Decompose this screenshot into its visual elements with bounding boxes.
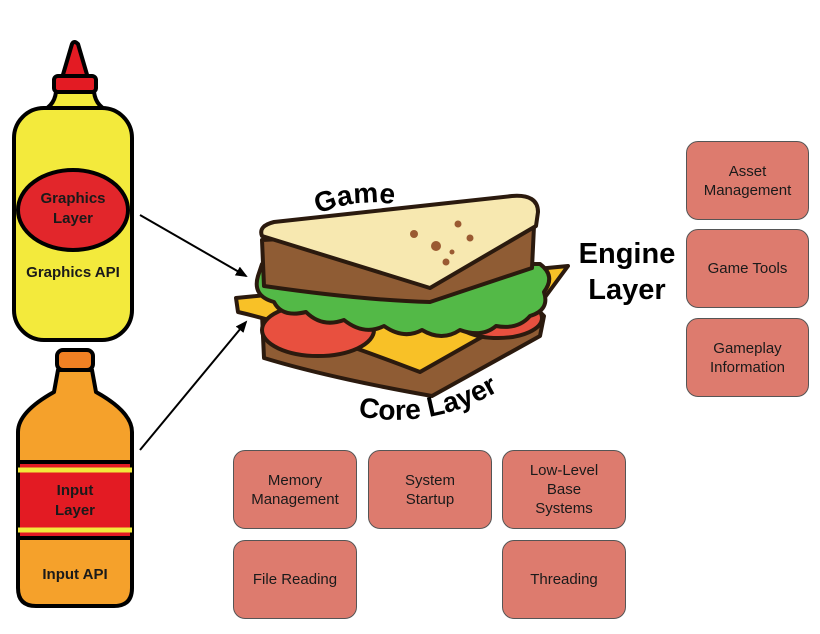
input-layer-label-line2: Layer <box>54 502 96 519</box>
file-reading-box: File Reading <box>233 540 357 619</box>
system-startup-box: System Startup <box>368 450 492 529</box>
engine-layer-label-line1: Engine <box>578 238 676 270</box>
threading-box: Threading <box>502 540 626 619</box>
graphics-layer-label-line1: Graphics <box>40 190 106 207</box>
gameplay-information-box: Gameplay Information <box>686 318 809 397</box>
input-bottle <box>16 348 134 608</box>
graphics-arrow <box>139 214 248 277</box>
graphics-bottle <box>12 40 134 342</box>
graphics-bottle-collar <box>52 74 98 94</box>
engine-layer-label: Engine Layer <box>570 236 684 308</box>
graphics-layer-label-line2: Layer <box>52 210 94 227</box>
sandwich-top-bread <box>259 193 540 290</box>
input-label-band <box>16 460 134 540</box>
engine-layer-label-line2: Layer <box>588 274 666 306</box>
input-bottle-cap <box>55 348 95 372</box>
input-layer-label: Input Layer <box>18 481 132 521</box>
low-level-base-systems-box: Low-Level Base Systems <box>502 450 626 529</box>
asset-management-box: Asset Management <box>686 141 809 220</box>
sandwich <box>234 193 570 398</box>
graphics-layer-label: Graphics Layer <box>28 189 118 229</box>
input-layer-label-line1: Input <box>56 482 94 499</box>
input-arrow <box>139 320 248 451</box>
graphics-api-label: Graphics API <box>26 264 120 281</box>
sandwich-seeds <box>410 220 474 266</box>
graphics-bottle-nozzle <box>60 40 90 80</box>
graphics-layer-oval <box>16 168 130 252</box>
input-api-label: Input API <box>42 566 108 583</box>
game-tools-box: Game Tools <box>686 229 809 308</box>
memory-management-box: Memory Management <box>233 450 357 529</box>
